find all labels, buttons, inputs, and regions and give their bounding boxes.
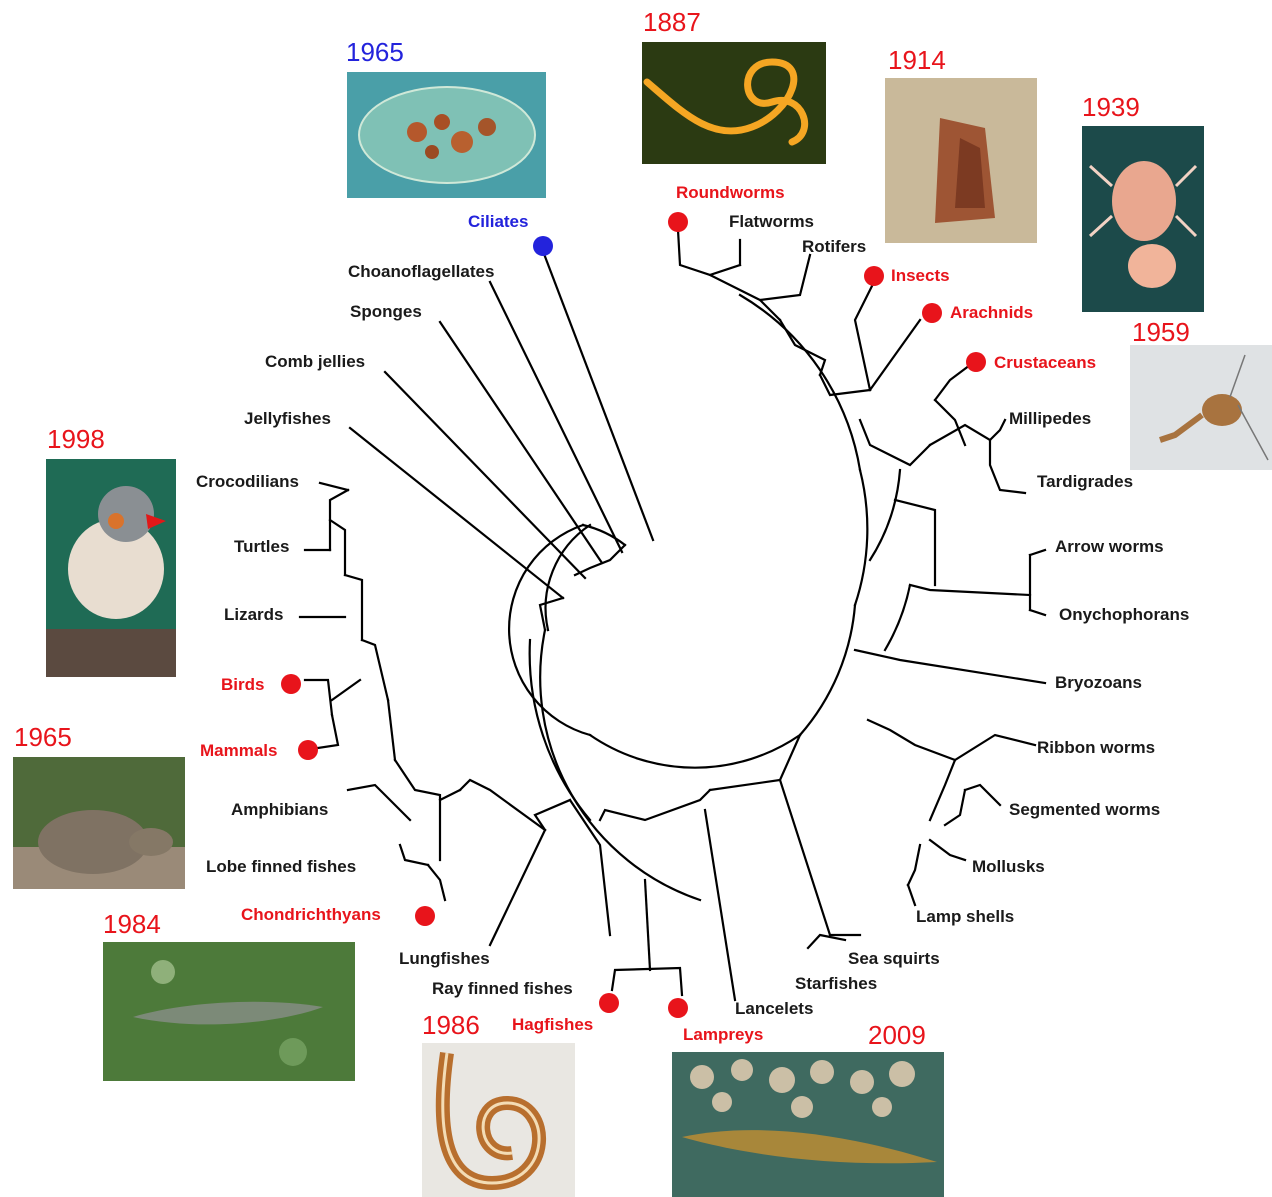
leaf-insects: Insects [891, 266, 950, 286]
mite-image [1082, 126, 1204, 312]
copepod-photo [1130, 345, 1272, 470]
year-mite: 1939 [1082, 93, 1140, 121]
ciliate-image [347, 72, 546, 198]
rodent-image [13, 757, 185, 889]
chondrichthyans-marker-icon [415, 906, 435, 926]
rodent-photo [13, 757, 185, 889]
leaf-segmented-worms: Segmented worms [1009, 800, 1160, 820]
lampreys-marker-icon [668, 998, 688, 1018]
mite-photo [1082, 126, 1204, 312]
arachnids-marker-icon [922, 303, 942, 323]
ratfish-image [103, 942, 355, 1081]
year-ratfish: 1984 [103, 910, 161, 938]
leaf-ribbon-worms: Ribbon worms [1037, 738, 1155, 758]
leaf-birds: Birds [221, 675, 264, 695]
leaf-flatworms: Flatworms [729, 212, 814, 232]
leaf-lobe-finned-fishes: Lobe finned fishes [206, 857, 356, 877]
ciliates-marker-icon [533, 236, 553, 256]
year-finch: 1998 [47, 425, 105, 453]
leaf-roundworms: Roundworms [676, 183, 785, 203]
insects-marker-icon [864, 266, 884, 286]
leaf-millipedes: Millipedes [1009, 409, 1091, 429]
leaf-lancelets: Lancelets [735, 999, 813, 1019]
leaf-jellyfishes: Jellyfishes [244, 409, 331, 429]
roundworm-image [642, 42, 826, 164]
moth-photo [885, 78, 1037, 243]
leaf-crocodilians: Crocodilians [196, 472, 299, 492]
roundworms-marker-icon [668, 212, 688, 232]
leaf-lungfishes: Lungfishes [399, 949, 490, 969]
leaf-chondrichthyans: Chondrichthyans [241, 905, 381, 925]
leaf-sponges: Sponges [350, 302, 422, 322]
leaf-ray-finned-fishes: Ray finned fishes [432, 979, 573, 999]
leaf-crustaceans: Crustaceans [994, 353, 1096, 373]
moth-image [885, 78, 1037, 243]
mammals-marker-icon [298, 740, 318, 760]
hagfishes-marker-icon [599, 993, 619, 1013]
copepod-image [1130, 345, 1272, 470]
leaf-turtles: Turtles [234, 537, 289, 557]
ciliate-photo [347, 72, 546, 198]
leaf-amphibians: Amphibians [231, 800, 328, 820]
leaf-lampreys: Lampreys [683, 1025, 763, 1045]
leaf-starfishes: Starfishes [795, 974, 877, 994]
leaf-onychophorans: Onychophorans [1059, 605, 1189, 625]
leaf-arachnids: Arachnids [950, 303, 1033, 323]
finch-image [46, 459, 176, 677]
leaf-lamp-shells: Lamp shells [916, 907, 1014, 927]
leaf-sea-squirts: Sea squirts [848, 949, 940, 969]
leaf-bryozoans: Bryozoans [1055, 673, 1142, 693]
leaf-rotifers: Rotifers [802, 237, 866, 257]
crustaceans-marker-icon [966, 352, 986, 372]
birds-marker-icon [281, 674, 301, 694]
leaf-ciliates: Ciliates [468, 212, 528, 232]
year-lamprey: 2009 [868, 1021, 926, 1049]
lamprey-image [672, 1052, 944, 1197]
year-roundworm: 1887 [643, 8, 701, 36]
year-copepod: 1959 [1132, 318, 1190, 346]
leaf-arrow-worms: Arrow worms [1055, 537, 1164, 557]
year-hagfish: 1986 [422, 1011, 480, 1039]
leaf-lizards: Lizards [224, 605, 284, 625]
leaf-mammals: Mammals [200, 741, 277, 761]
lamprey-photo [672, 1052, 944, 1197]
finch-photo [46, 459, 176, 677]
year-moth: 1914 [888, 46, 946, 74]
year-ciliate: 1965 [346, 38, 404, 66]
leaf-choanoflagellates: Choanoflagellates [348, 262, 494, 282]
hagfish-image [422, 1043, 575, 1197]
hagfish-photo [422, 1043, 575, 1197]
ratfish-photo [103, 942, 355, 1081]
year-rodent: 1965 [14, 723, 72, 751]
leaf-mollusks: Mollusks [972, 857, 1045, 877]
roundworm-photo [642, 42, 826, 164]
leaf-hagfishes: Hagfishes [512, 1015, 593, 1035]
leaf-comb-jellies: Comb jellies [265, 352, 365, 372]
leaf-tardigrades: Tardigrades [1037, 472, 1133, 492]
